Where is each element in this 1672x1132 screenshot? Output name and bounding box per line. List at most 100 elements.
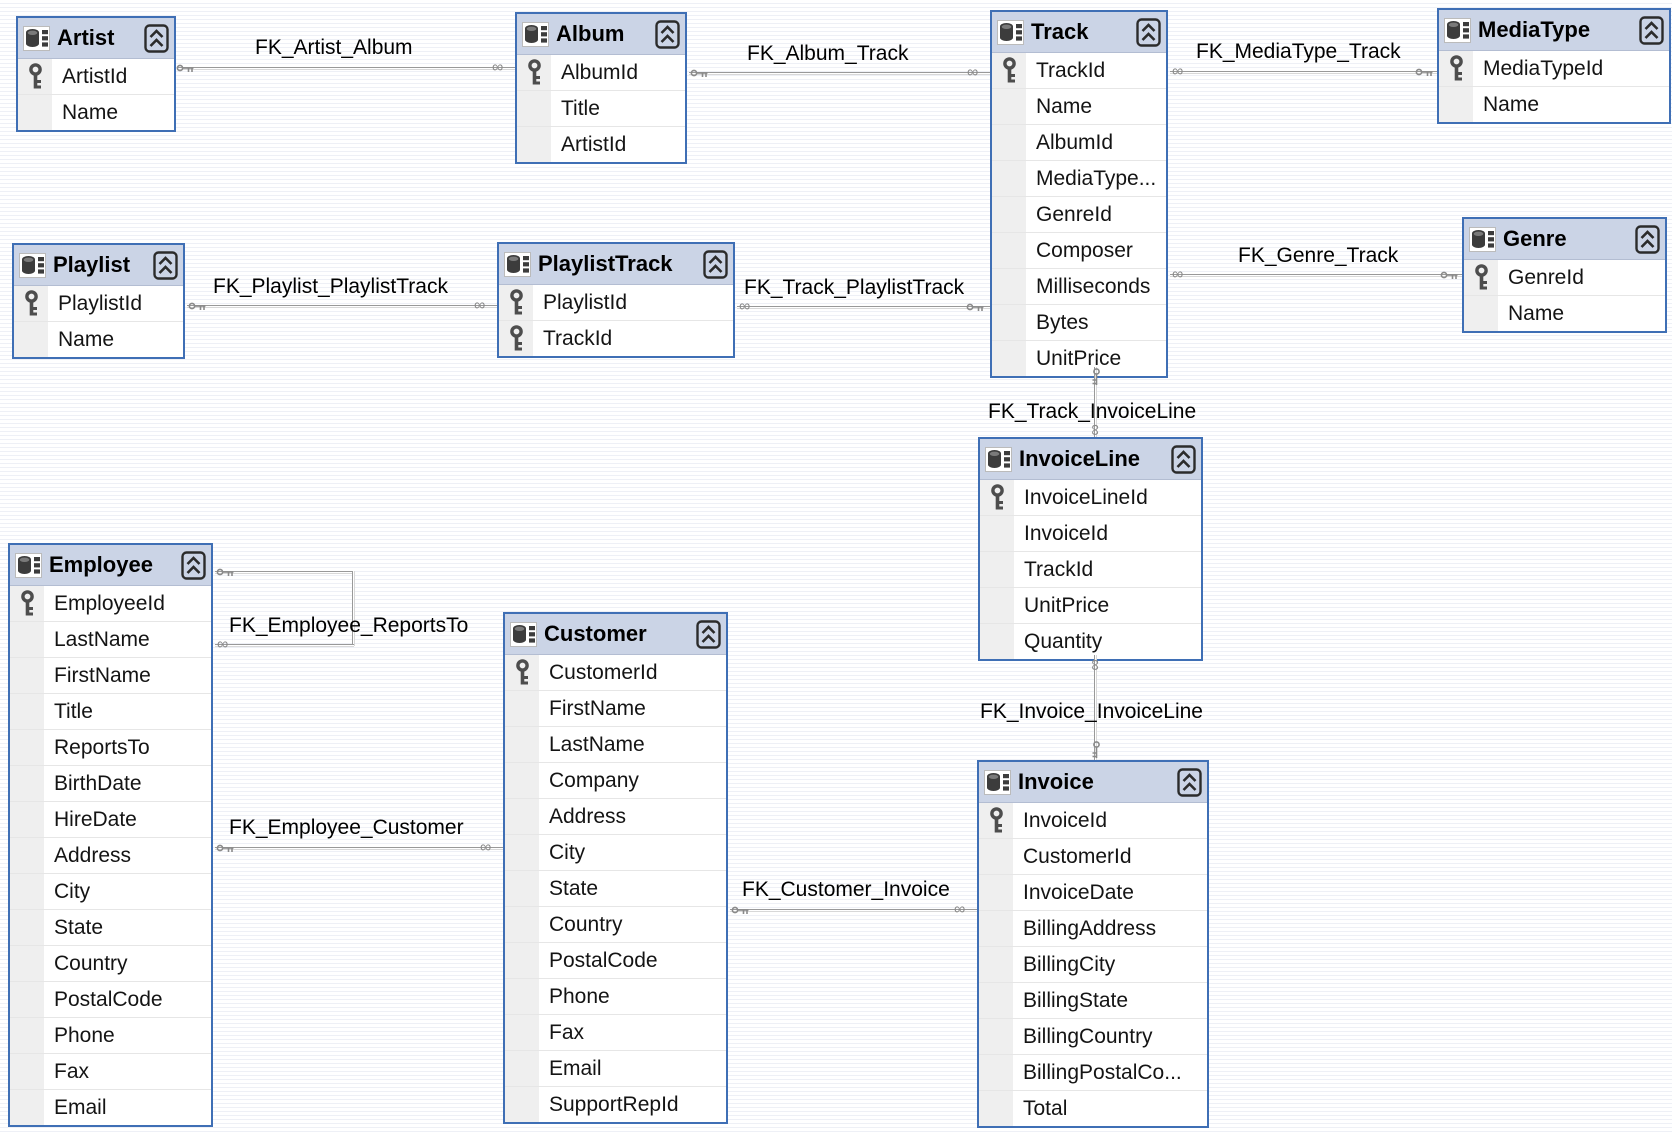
column-row-total[interactable]: Total [979, 1090, 1207, 1126]
column-row-genreid[interactable]: GenreId [1464, 260, 1665, 295]
table-header[interactable]: Genre [1464, 219, 1665, 260]
column-row-albumid[interactable]: AlbumId [517, 55, 685, 90]
relationship-line[interactable] [352, 571, 355, 646]
column-row-lastname[interactable]: LastName [10, 621, 211, 657]
column-row-billingcity[interactable]: BillingCity [979, 946, 1207, 982]
column-row-name[interactable]: Name [18, 94, 174, 130]
column-row-phone[interactable]: Phone [10, 1017, 211, 1053]
column-row-fax[interactable]: Fax [10, 1053, 211, 1089]
column-row-city[interactable]: City [505, 834, 726, 870]
table-header[interactable]: Customer [505, 614, 726, 655]
column-row-birthdate[interactable]: BirthDate [10, 765, 211, 801]
column-row-trackid[interactable]: TrackId [980, 551, 1201, 587]
column-row-hiredate[interactable]: HireDate [10, 801, 211, 837]
column-row-phone[interactable]: Phone [505, 978, 726, 1014]
table-header[interactable]: Artist [18, 18, 174, 59]
column-row-name[interactable]: Name [992, 88, 1166, 124]
collapse-button[interactable] [1177, 767, 1202, 797]
table-header[interactable]: MediaType [1439, 10, 1669, 51]
column-row-billingpostalco[interactable]: BillingPostalCo... [979, 1054, 1207, 1090]
column-row-fax[interactable]: Fax [505, 1014, 726, 1050]
column-row-albumid[interactable]: AlbumId [992, 124, 1166, 160]
column-row-country[interactable]: Country [10, 945, 211, 981]
column-row-invoicedate[interactable]: InvoiceDate [979, 874, 1207, 910]
relationship-line[interactable] [1170, 71, 1437, 74]
column-row-lastname[interactable]: LastName [505, 726, 726, 762]
table-header[interactable]: PlaylistTrack [499, 244, 733, 285]
column-row-quantity[interactable]: Quantity [980, 623, 1201, 659]
table-header[interactable]: Invoice [979, 762, 1207, 803]
column-row-reportsto[interactable]: ReportsTo [10, 729, 211, 765]
relationship-line[interactable] [1094, 655, 1097, 760]
collapse-button[interactable] [1635, 224, 1660, 254]
column-row-mediatype[interactable]: MediaType... [992, 160, 1166, 196]
collapse-button[interactable] [153, 250, 178, 280]
column-row-name[interactable]: Name [1439, 86, 1669, 122]
column-row-name[interactable]: Name [14, 321, 183, 357]
table-header[interactable]: InvoiceLine [980, 439, 1201, 480]
collapse-button[interactable] [181, 550, 206, 580]
column-row-invoiceid[interactable]: InvoiceId [979, 803, 1207, 838]
column-row-postalcode[interactable]: PostalCode [505, 942, 726, 978]
column-row-playlistid[interactable]: PlaylistId [499, 285, 733, 320]
collapse-button[interactable] [696, 619, 721, 649]
column-row-firstname[interactable]: FirstName [505, 690, 726, 726]
column-row-billingstate[interactable]: BillingState [979, 982, 1207, 1018]
column-row-invoicelineid[interactable]: InvoiceLineId [980, 480, 1201, 515]
collapse-button[interactable] [1639, 15, 1664, 45]
column-row-mediatypeid[interactable]: MediaTypeId [1439, 51, 1669, 86]
relationship-line[interactable] [1170, 274, 1462, 277]
column-row-milliseconds[interactable]: Milliseconds [992, 268, 1166, 304]
relationship-line[interactable] [215, 644, 354, 647]
relationship-line[interactable] [215, 847, 503, 850]
column-row-address[interactable]: Address [505, 798, 726, 834]
column-row-title[interactable]: Title [10, 693, 211, 729]
collapse-button[interactable] [1136, 17, 1161, 47]
column-row-address[interactable]: Address [10, 837, 211, 873]
relationship-line[interactable] [689, 72, 990, 75]
table-header[interactable]: Playlist [14, 245, 183, 286]
column-row-composer[interactable]: Composer [992, 232, 1166, 268]
column-row-unitprice[interactable]: UnitPrice [992, 340, 1166, 376]
column-row-genreid[interactable]: GenreId [992, 196, 1166, 232]
column-row-firstname[interactable]: FirstName [10, 657, 211, 693]
column-row-invoiceid[interactable]: InvoiceId [980, 515, 1201, 551]
table-header[interactable]: Album [517, 14, 685, 55]
table-header[interactable]: Track [992, 12, 1166, 53]
column-row-bytes[interactable]: Bytes [992, 304, 1166, 340]
column-row-employeeid[interactable]: EmployeeId [10, 586, 211, 621]
collapse-button[interactable] [655, 19, 680, 49]
collapse-button[interactable] [1171, 444, 1196, 474]
column-row-email[interactable]: Email [505, 1050, 726, 1086]
column-row-company[interactable]: Company [505, 762, 726, 798]
column-row-supportrepid[interactable]: SupportRepId [505, 1086, 726, 1122]
column-row-email[interactable]: Email [10, 1089, 211, 1125]
column-row-title[interactable]: Title [517, 90, 685, 126]
column-row-billingaddress[interactable]: BillingAddress [979, 910, 1207, 946]
relationship-line[interactable] [187, 305, 497, 308]
column-row-artistid[interactable]: ArtistId [517, 126, 685, 162]
collapse-button[interactable] [703, 249, 728, 279]
column-row-state[interactable]: State [505, 870, 726, 906]
column-row-state[interactable]: State [10, 909, 211, 945]
relationship-line[interactable] [737, 306, 990, 309]
column-row-customerid[interactable]: CustomerId [505, 655, 726, 690]
column-row-billingcountry[interactable]: BillingCountry [979, 1018, 1207, 1054]
column-row-postalcode[interactable]: PostalCode [10, 981, 211, 1017]
collapse-button[interactable] [144, 23, 169, 53]
column-row-name[interactable]: Name [1464, 295, 1665, 331]
column-row-playlistid[interactable]: PlaylistId [14, 286, 183, 321]
relationship-line[interactable] [215, 571, 354, 574]
relationship-line[interactable] [1094, 367, 1097, 437]
